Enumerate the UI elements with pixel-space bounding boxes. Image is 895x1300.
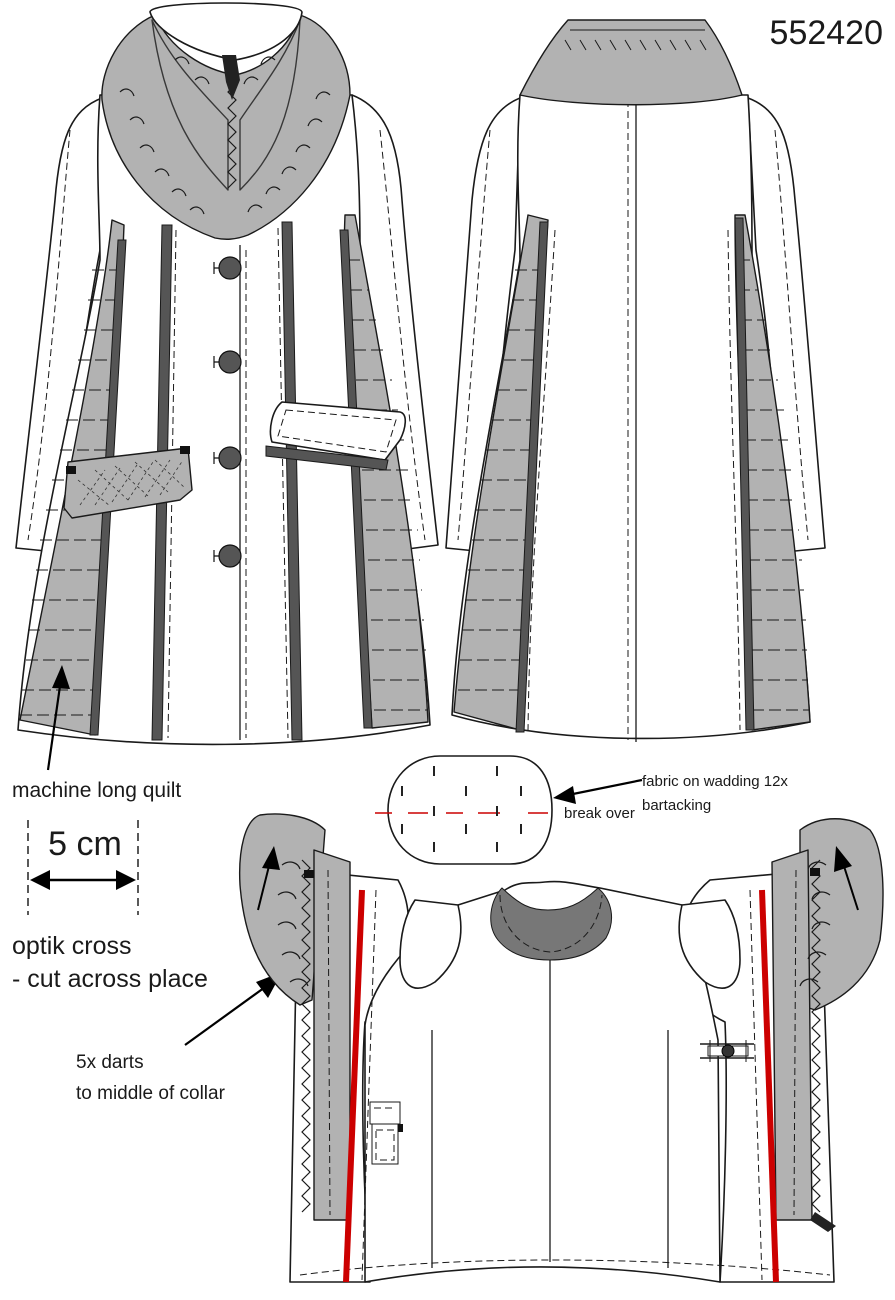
optik-cross-line2: - cut across place bbox=[12, 965, 208, 993]
fabric-wadding-label-line2: bartacking bbox=[642, 797, 711, 814]
front-inner-collar bbox=[149, 2, 303, 61]
measure-5cm: 5 cm bbox=[27, 820, 139, 915]
inside-pocket-button-icon bbox=[721, 1044, 735, 1058]
inside-left-zipper bbox=[301, 859, 311, 1213]
inside-left-collar-flap bbox=[238, 813, 326, 1006]
inside-right-red-piping bbox=[759, 889, 779, 1283]
front-right-piping bbox=[281, 221, 303, 741]
button-4 bbox=[218, 544, 242, 568]
optik-cross-line1: optik cross bbox=[12, 932, 131, 960]
fabric-wadding-detail: fabric on wadding 12x bartacking break o… bbox=[375, 755, 788, 865]
front-right-pocket-flap bbox=[269, 401, 407, 461]
inside-right-welt-pocket bbox=[700, 1040, 754, 1062]
inside-view bbox=[238, 813, 884, 1283]
inside-back-lining bbox=[364, 880, 721, 1283]
front-buttons bbox=[213, 256, 242, 568]
inside-left-red-piping bbox=[343, 889, 365, 1283]
fabric-wadding-label-line1: fabric on wadding 12x bbox=[642, 773, 788, 790]
bartack-marks bbox=[401, 766, 522, 852]
button-1 bbox=[218, 256, 242, 280]
style-number: 552420 bbox=[770, 14, 883, 52]
quilt-callout: machine long quilt bbox=[12, 665, 181, 802]
quilt-label: machine long quilt bbox=[12, 779, 181, 802]
front-view bbox=[15, 2, 439, 746]
inside-right-zipper bbox=[811, 859, 821, 1213]
button-3 bbox=[218, 446, 242, 470]
inside-right-collar-flap bbox=[799, 818, 884, 1011]
front-collar-loops bbox=[119, 56, 331, 215]
inside-left-facing bbox=[313, 849, 351, 1221]
zipper-end-icon bbox=[810, 1212, 836, 1232]
inside-left-pocket bbox=[369, 1101, 403, 1165]
back-right-piping bbox=[734, 217, 755, 731]
darts-callout: 5x darts to middle of collar bbox=[76, 972, 282, 1104]
front-side-piping-right bbox=[339, 229, 373, 729]
darts-label-line1: 5x darts bbox=[76, 1052, 144, 1073]
inside-right-facing bbox=[771, 849, 813, 1221]
inside-neck-facing bbox=[490, 887, 613, 961]
back-collar bbox=[519, 19, 743, 106]
right-pocket-welt bbox=[265, 445, 389, 471]
back-left-piping bbox=[515, 221, 549, 733]
break-over-label: break over bbox=[564, 805, 635, 822]
button-2 bbox=[218, 350, 242, 374]
inside-lining-seams bbox=[431, 960, 669, 1268]
darts-label-line2: to middle of collar bbox=[76, 1083, 226, 1104]
back-view bbox=[445, 19, 826, 742]
back-quilt-lines bbox=[458, 259, 809, 711]
zipper-pull-icon bbox=[222, 55, 240, 100]
measure-label: 5 cm bbox=[48, 825, 122, 863]
